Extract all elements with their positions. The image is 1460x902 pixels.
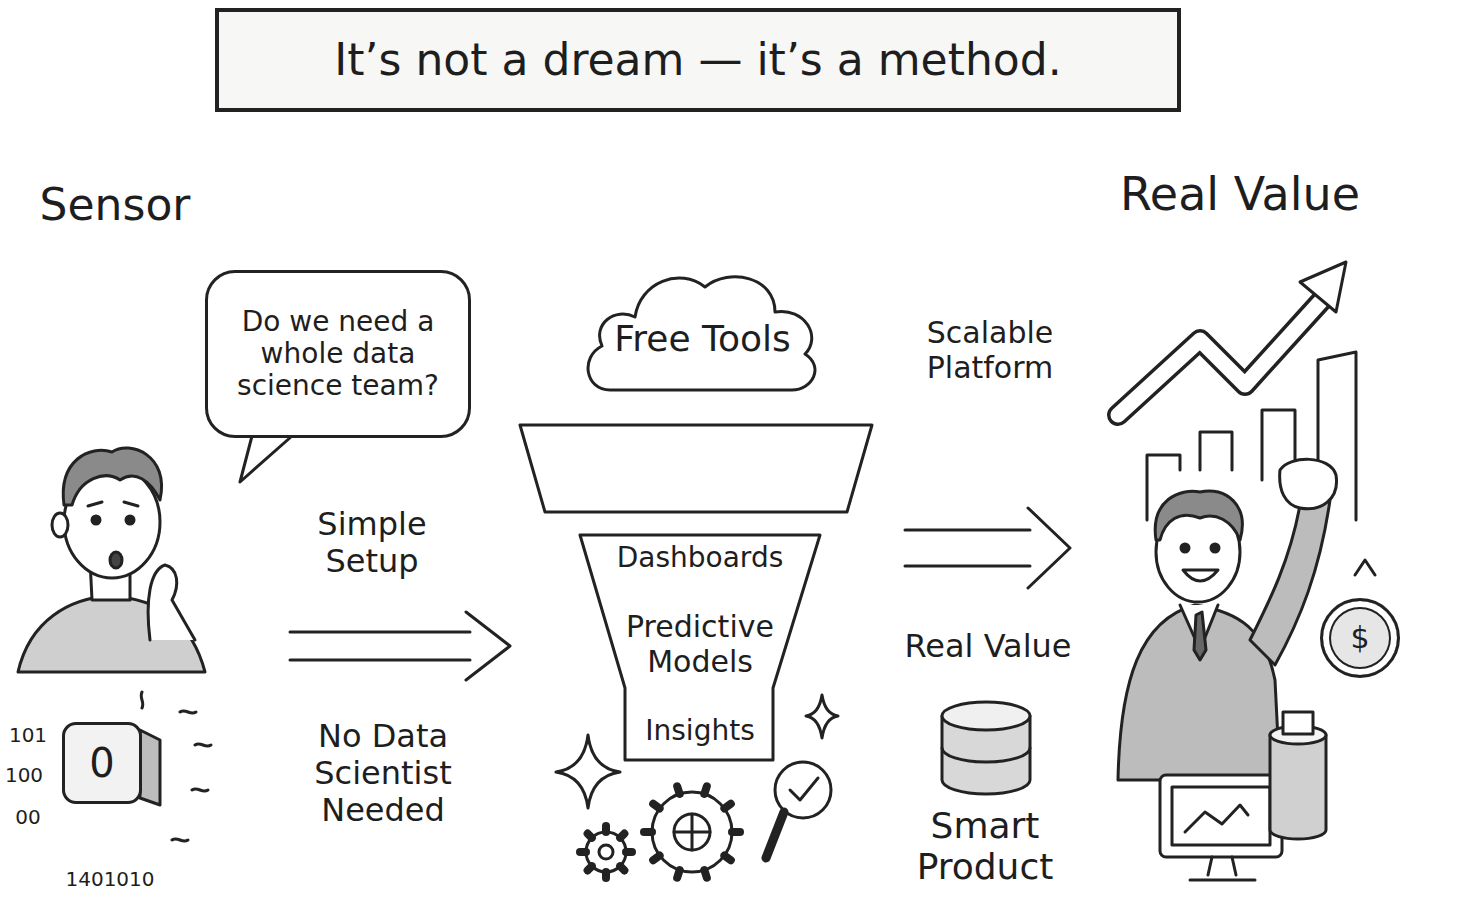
binary-text: 1401010	[55, 868, 165, 891]
gear-tooth	[602, 826, 610, 832]
gear	[652, 792, 732, 872]
gear-teeth	[580, 786, 740, 878]
businessman	[1118, 459, 1337, 780]
gear-tooth	[620, 834, 624, 838]
gear-tooth	[588, 834, 592, 838]
title-box: It’s not a dream — it’s a method.	[215, 8, 1181, 112]
node-text: Free Tools	[614, 318, 791, 359]
gear-tooth	[732, 828, 740, 836]
node-text: Predictive Models	[600, 610, 800, 679]
arrow-label: No Data Scientist Needed	[288, 718, 478, 828]
binary-text: 100	[1, 764, 47, 787]
binary-text: 00	[8, 806, 48, 829]
gear-tooth	[653, 856, 659, 861]
gear-tooth	[724, 804, 730, 809]
gear-tooth	[644, 828, 652, 836]
cloud-box: Free Tools	[580, 262, 825, 397]
growth-arrow	[1118, 262, 1346, 415]
product-label: Smart Product	[885, 805, 1085, 888]
speech-bubble: Do we need a whole data science team?	[205, 270, 471, 438]
cloud-path	[588, 277, 815, 390]
database-icon	[942, 702, 1030, 794]
sparkle	[806, 695, 838, 738]
double-arrow	[290, 612, 510, 680]
node-text: Insights	[645, 715, 754, 747]
node-text: Dashboards	[617, 542, 784, 574]
gear-tooth	[677, 870, 679, 878]
gear-tooth	[677, 786, 679, 794]
funnel-texts: DashboardsPredictive ModelsInsights	[575, 542, 825, 747]
gear	[586, 832, 626, 872]
funnel-outline	[515, 420, 880, 765]
gear-tooth	[704, 870, 706, 878]
gear-tooth	[602, 872, 610, 878]
gear-tooth	[620, 866, 624, 870]
smart-device	[1270, 712, 1326, 839]
sensor-heading: Sensor	[5, 180, 225, 231]
sparkle	[556, 735, 620, 808]
bubble-tail	[240, 436, 292, 482]
thinking-man	[18, 448, 205, 672]
caret	[1355, 560, 1375, 575]
node-text: 0	[89, 740, 114, 786]
double-arrow	[905, 508, 1070, 588]
arrow-label: Simple Setup	[287, 506, 457, 580]
sensor-side	[140, 730, 160, 805]
gear-tooth	[580, 848, 586, 856]
magnifier	[766, 762, 831, 858]
coin: $	[1320, 598, 1400, 678]
node-text: $	[1350, 621, 1369, 656]
sensor-box: 0	[62, 722, 142, 804]
gear-tooth	[626, 848, 632, 856]
gear-tooth	[724, 856, 730, 861]
title-text: It’s not a dream — it’s a method.	[334, 35, 1061, 86]
node-text: Do we need a whole data science team?	[220, 306, 456, 403]
value-heading: Real Value	[1075, 168, 1405, 221]
gear-tooth	[653, 804, 659, 809]
monitor	[1160, 775, 1282, 880]
gear-tooth	[588, 866, 592, 870]
arrow-label: Real Value	[878, 628, 1098, 665]
funnel: DashboardsPredictive ModelsInsights	[515, 420, 880, 765]
gear-tooth	[704, 786, 706, 794]
funnel-path	[520, 425, 872, 760]
binary-text: 101	[3, 724, 53, 747]
arrow-label: Scalable Platform	[890, 316, 1090, 385]
